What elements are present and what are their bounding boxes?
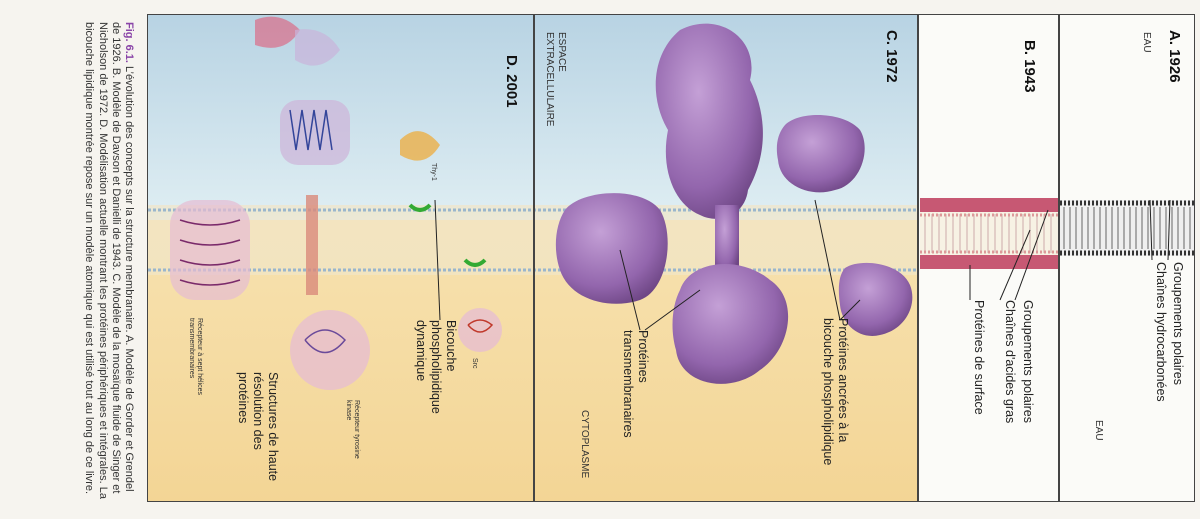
panel-d-label-thy1: Thy-1 — [429, 163, 437, 181]
panel-d-label-bilayer: Bicouche phospholipidique dynamique — [413, 320, 458, 450]
panel-b-label-surface: Protéines de surface — [972, 300, 986, 415]
panel-d-label-seven-helix: Récepteur à sept hélices transmembranair… — [187, 318, 203, 398]
panel-c-label-anchored: Protéines ancrées à la bicouche phosphol… — [820, 318, 850, 478]
panel-d-title: D. 2001 — [503, 55, 520, 108]
panel-d-label-src: Src — [470, 358, 478, 369]
panel-c-extracellular: ESPACE EXTRACELLULAIRE — [543, 32, 567, 152]
panel-b-label-polar: Groupements polaires — [1021, 300, 1035, 423]
panel-a-title: A. 1926 — [1166, 30, 1183, 83]
divider-b-a — [1058, 14, 1060, 502]
divider-c-b — [917, 14, 919, 502]
panel-c-title: C. 1972 — [883, 30, 900, 83]
panel-d-label-structures: Structures de haute résolution des proté… — [235, 372, 280, 497]
panel-a-water-bottom: EAU — [1093, 420, 1104, 441]
panel-c-cytoplasm: CYTOPLASME — [579, 410, 590, 478]
panel-d-label-kinase: Récepteur tyrosine kinase — [344, 400, 360, 460]
divider-d-c — [533, 14, 535, 502]
panel-a-label-polar: Groupements polaires — [1171, 262, 1185, 385]
panel-c-label-transmembrane: Protéines transmembranaires — [620, 330, 650, 460]
panel-a-label-hydrocarbon: Chaînes hydrocarbonées — [1154, 262, 1168, 402]
panel-a-water-top: EAU — [1141, 32, 1152, 53]
panel-b-title: B. 1943 — [1021, 40, 1038, 93]
panel-b-label-fatty: Chaînes d'acides gras — [1003, 300, 1017, 423]
